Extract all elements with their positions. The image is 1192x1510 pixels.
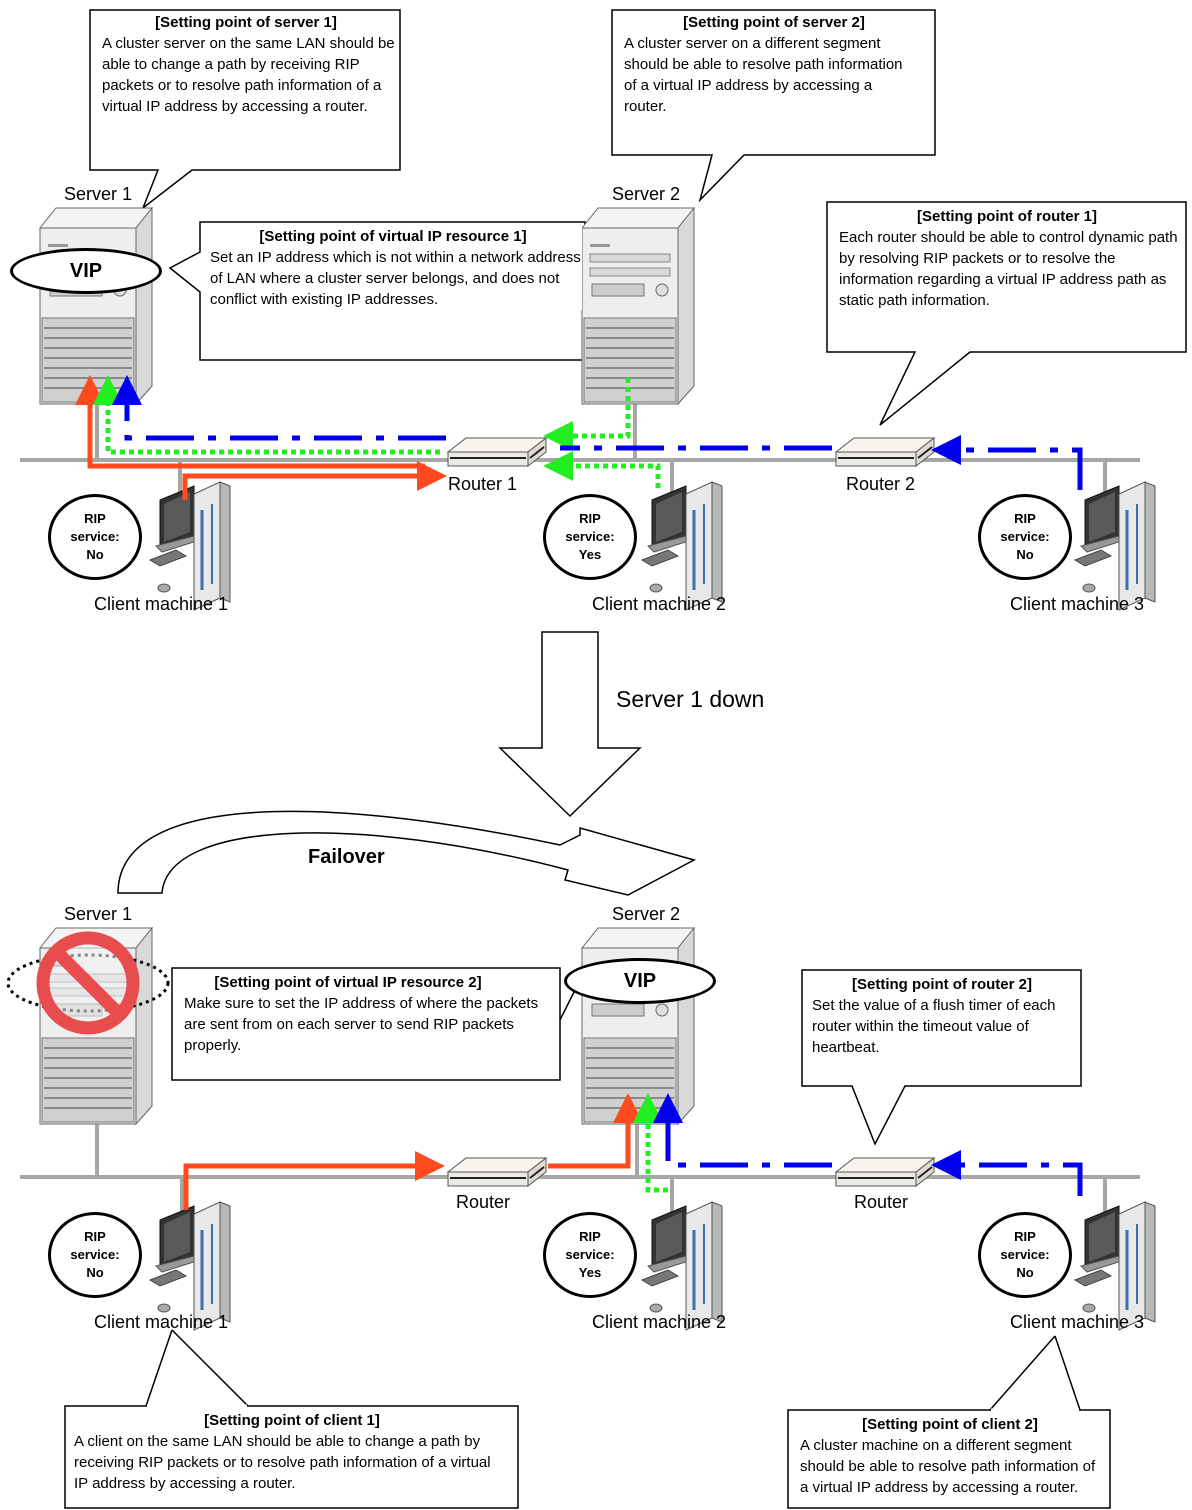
- callout-vip1: [Setting point of virtual IP resource 1]…: [204, 226, 582, 310]
- callout-title: [Setting point of virtual IP resource 1]: [259, 228, 527, 245]
- callout-title: [Setting point of router 2]: [852, 976, 1032, 993]
- server1-label: Server 1: [64, 904, 133, 924]
- callout-body: A cluster server on the same LAN should …: [102, 35, 395, 115]
- callout-router1: [Setting point of router 1] Each router …: [833, 206, 1181, 311]
- callout-vip2-bubble: [171, 967, 561, 1081]
- callout-body: Make sure to set the IP address of where…: [184, 995, 539, 1054]
- callout-server2: [Setting point of server 2] A cluster se…: [618, 12, 930, 117]
- red-path-router1-to-server1: [75, 375, 425, 469]
- rip-service-badge: RIP service: No: [48, 494, 142, 580]
- callout-title: [Setting point of server 2]: [683, 14, 865, 31]
- rip-service-badge: RIP service: Yes: [543, 494, 637, 580]
- down-arrow-icon: [498, 631, 642, 818]
- callout-body: A cluster server on a different segment …: [624, 35, 903, 115]
- client3-label: Client machine 3: [1010, 1312, 1145, 1332]
- callout-title: [Setting point of server 1]: [155, 14, 337, 31]
- red-path-router-to-server2: [548, 1093, 643, 1169]
- callout-router2-bubble: [801, 969, 1082, 1146]
- router-icon: [835, 1157, 935, 1187]
- transition-label: Server 1 down: [616, 686, 765, 712]
- router2-label: Router 2: [846, 474, 916, 494]
- blue-path-router1-to-server1: [112, 375, 446, 441]
- failover-curve-arrow-icon: [117, 810, 697, 896]
- client3-label: Client machine 3: [1010, 594, 1145, 614]
- rip-service-badge: RIP service: No: [48, 1212, 142, 1298]
- green-path-server2-to-router1: [543, 378, 631, 451]
- rip-service-badge: RIP service: No: [978, 494, 1072, 580]
- callout-vip2: [Setting point of virtual IP resource 2]…: [176, 972, 560, 1056]
- callout-body: A cluster machine on a different segment…: [800, 1437, 1096, 1496]
- server-tower-icon: [581, 207, 695, 405]
- callout-body: Set an IP address which is not within a …: [210, 249, 581, 308]
- blue-path-router-to-server2: [653, 1093, 832, 1168]
- callout-title: [Setting point of client 1]: [204, 1412, 380, 1429]
- client-pc-icon: [148, 480, 232, 612]
- router-icon: [447, 1157, 547, 1187]
- callout-body: Set the value of a flush timer of each r…: [812, 997, 1056, 1056]
- green-path-router1-to-server1: [93, 375, 440, 455]
- router-icon: [447, 437, 547, 467]
- client-pc-icon: [148, 1200, 232, 1332]
- router-icon: [835, 437, 935, 467]
- callout-router2: [Setting point of router 2] Set the valu…: [806, 974, 1078, 1058]
- vip-badge: VIP: [10, 248, 162, 294]
- client-pc-icon: [1073, 1200, 1157, 1332]
- server-tower-icon: [39, 207, 153, 405]
- prohibited-icon: [6, 931, 170, 1035]
- client1-label: Client machine 1: [94, 1312, 229, 1332]
- router1-label: Router 1: [448, 474, 518, 494]
- callout-body: A client on the same LAN should be able …: [74, 1433, 491, 1492]
- client2-label: Client machine 2: [592, 594, 727, 614]
- callout-client1-bubble: [64, 1405, 519, 1509]
- client-pc-icon: [640, 1200, 724, 1332]
- router-right-label: Router: [854, 1192, 909, 1212]
- callout-body: Each router should be able to control dy…: [839, 229, 1178, 309]
- blue-path-client3-to-router: [931, 1150, 1083, 1196]
- callout-title: [Setting point of virtual IP resource 2]: [214, 974, 482, 991]
- callout-title: [Setting point of client 2]: [862, 1416, 1038, 1433]
- callout-client2: [Setting point of client 2] A cluster ma…: [794, 1414, 1106, 1498]
- rip-service-badge: RIP service: Yes: [543, 1212, 637, 1298]
- blue-path-client3-to-router2: [931, 435, 1083, 490]
- failover-label: Failover: [308, 846, 385, 868]
- client1-label: Client machine 1: [94, 594, 229, 614]
- green-path-client2-to-server2: [633, 1093, 668, 1193]
- red-path-client1-to-router: [183, 1151, 445, 1210]
- client-pc-icon: [1073, 480, 1157, 612]
- callout-title: [Setting point of router 1]: [917, 208, 1097, 225]
- green-path-client2-to-router1: [543, 451, 661, 488]
- vip-badge: VIP: [564, 958, 716, 1004]
- client2-label: Client machine 2: [592, 1312, 727, 1332]
- router-left-label: Router: [456, 1192, 511, 1212]
- callout-server1: [Setting point of server 1] A cluster se…: [96, 12, 396, 117]
- server2-label: Server 2: [612, 184, 681, 204]
- red-path-client1-to-router1: [182, 461, 447, 500]
- rip-service-badge: RIP service: No: [978, 1212, 1072, 1298]
- server2-label: Server 2: [612, 904, 681, 924]
- server1-label: Server 1: [64, 184, 133, 204]
- callout-client1: [Setting point of client 1] A client on …: [70, 1410, 514, 1494]
- client-pc-icon: [640, 480, 724, 612]
